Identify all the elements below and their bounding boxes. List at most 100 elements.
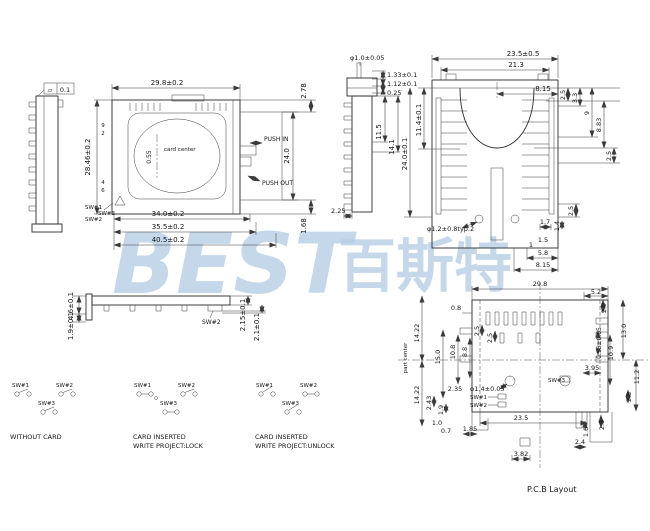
state-caption-line2: WRITE PROJECT:LOCK [133, 442, 204, 450]
center-slot [490, 167, 504, 241]
dim-29-8: 29.8±0.2 [151, 79, 184, 87]
pcb-bottom-features [471, 412, 613, 447]
dim-14-22-lower: 14.22 [413, 386, 421, 405]
side-view-dimension-lines [343, 62, 401, 219]
dim-1-68: 1.68 [300, 218, 308, 234]
dim-1-33: 1.33±0.1 [387, 71, 417, 79]
hole-note-1-2: φ1.2±0.8typ.2 [427, 225, 474, 233]
left-view-body [35, 95, 59, 225]
push-slider-a [239, 145, 257, 156]
switch-contact [58, 391, 64, 397]
side-view-cap [346, 77, 378, 97]
pcb-layout-title: P.C.B Layout [527, 485, 576, 494]
left-contact-carrier [435, 97, 442, 215]
sw3-label: SW#3 [38, 401, 56, 407]
dim-1-9-pcb: 1.9 [437, 405, 445, 415]
dim-2-1: 2.1±0.1 [253, 313, 261, 341]
pin-label-9: 9 [101, 123, 105, 129]
top-view: 29.8±0.2 28.46±0.2 0.55 card center PUSH… [84, 79, 316, 250]
switch-contact [26, 391, 32, 397]
pcb-second-row-pads [499, 332, 541, 344]
dim-1: 1 [529, 241, 533, 249]
rear-view-dimension-lines [404, 55, 620, 273]
dim-2-5-a: 2.5 [559, 90, 567, 100]
dim-2-5-pcb-a: 2.5 [473, 326, 481, 336]
watermark-latin-text: BEST [112, 215, 357, 313]
connector-left-side-view: ▱ 0.1 [28, 82, 75, 233]
switch-lever [44, 406, 55, 411]
dim-2-8-right: 2.8 [625, 392, 633, 402]
tolerance-value: 0.1 [60, 86, 70, 94]
pcb-top-pads [485, 311, 563, 326]
state-caption: WITHOUT CARD [10, 433, 62, 441]
dim-2-5-c: 2.5 [567, 206, 575, 216]
dim-8-83: 8.83 [595, 118, 603, 132]
left-view-base [31, 223, 63, 233]
push-out-label: PUSH OUT [262, 180, 293, 187]
left-contact-fingers [441, 99, 467, 211]
dim-14-22-upper: 14.22 [413, 324, 421, 343]
card-cavity-dome [459, 87, 535, 149]
dim-2-4: 2.4 [575, 438, 585, 446]
dim-40-5: 40.5±0.2 [152, 236, 185, 244]
switch-lever [262, 386, 272, 393]
sw3-label: SW#3 [98, 211, 116, 217]
dim-1-85: 1.85 [463, 425, 477, 433]
dim-23-5: 23.5±0.5 [507, 50, 540, 58]
switch-contact [174, 409, 180, 415]
index-triangle [114, 195, 126, 206]
pin-label-6: 6 [101, 188, 105, 194]
dim-21-3: 21.3 [508, 61, 524, 69]
dim-0-55: 0.55 [146, 150, 153, 164]
switch-contact [302, 391, 308, 397]
dim-8-8: 8.8 [461, 347, 469, 357]
dim-5-2: 5.2 [591, 288, 601, 296]
top-view-tab [171, 94, 205, 102]
pin-dia-note: φ1.0±0.05 [350, 54, 385, 62]
push-in-label: PUSH IN [264, 136, 289, 143]
profile-left-bracket [85, 293, 93, 321]
switch-contact [148, 391, 154, 397]
left-view-pins [28, 101, 37, 212]
sw3-label: SW#3 [160, 401, 178, 407]
sw1-label: SW#1 [12, 383, 29, 389]
switch-contact [296, 409, 302, 415]
dim-11-2: 11.2 [633, 370, 641, 384]
switch-lever [288, 404, 298, 411]
dim-15-0: 15.0 [434, 350, 442, 364]
dim-4-6: 4.6±0.1 [67, 292, 75, 320]
profile-dimension-lines [72, 295, 266, 323]
switch-contact [284, 409, 290, 415]
top-view-dimension-lines [94, 84, 316, 250]
connector-front-side-view: φ1.0±0.05 1.33±0.1 1.12±0.1 0.25 11.5 14… [331, 54, 417, 219]
watermark-cjk-text: 百斯特 [338, 232, 512, 300]
pcb-hole-left [504, 375, 516, 387]
indicator-dot [154, 396, 158, 400]
sw2-label: SW#2 [178, 383, 195, 389]
card-center-label: card center [164, 147, 196, 153]
side-view-top-pin [356, 62, 362, 79]
state-caption-line1: CARD INSERTED [255, 433, 308, 441]
dim-1-4: 1.4 [553, 221, 561, 231]
pcb-dimension-lines [419, 286, 639, 462]
dim-5-8: 5.8 [538, 249, 548, 257]
dim-14-1: 14.1 [388, 139, 396, 155]
sw2-leader [209, 310, 214, 319]
dim-3-95: 3.95 [585, 364, 599, 372]
dim-0-55-pcb: 0.55±0.05 [596, 327, 603, 359]
switch-lever [62, 388, 73, 393]
profile-feet [103, 304, 188, 312]
state-unlock: SW#1 SW#2 SW#3 CARD INSERTED WRITE PROJE… [255, 383, 335, 450]
switch-lever [18, 388, 29, 393]
sw2-label: SW#2 [56, 383, 73, 389]
right-contact-fingers [522, 99, 549, 211]
dim-2-78: 2.78 [300, 83, 308, 99]
switch-contact [314, 391, 320, 397]
dim-3-3: 3.3 [571, 93, 579, 103]
switch-state-diagrams: SW#1 SW#2 SW#3 WITHOUT CARD SW#1 SW#2 SW… [10, 383, 335, 450]
switch-contact [136, 391, 142, 397]
profile-sw2-bump [207, 304, 223, 312]
side-view-pins [343, 102, 353, 199]
mount-hole-right [510, 214, 520, 224]
